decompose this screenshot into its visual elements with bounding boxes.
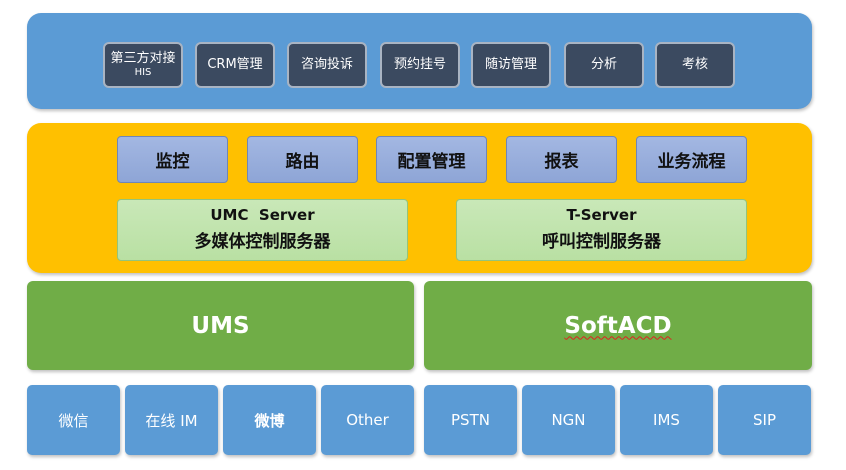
control-layer: 监控 路由 配置管理 报表 业务流程 UMC Server 多媒体控制服务器 T…: [27, 123, 812, 273]
assessment-label: 考核: [681, 57, 708, 72]
monitor-box[interactable]: 监控: [117, 136, 228, 183]
channel-ims-label: IMS: [653, 411, 680, 429]
channel-weibo-label: 微博: [254, 411, 285, 430]
channel-sip[interactable]: SIP: [718, 385, 811, 455]
analysis-label: 分析: [590, 57, 617, 72]
ums-label: UMS: [191, 312, 250, 339]
softacd-block[interactable]: SoftACD: [424, 281, 812, 370]
t-server-desc: 呼叫控制服务器: [542, 232, 661, 252]
reports-box[interactable]: 报表: [506, 136, 617, 183]
his-integration-label: 第三方对接: [110, 51, 176, 66]
softacd-label: SoftACD: [564, 312, 672, 339]
follow-up-box[interactable]: 随访管理: [471, 42, 551, 88]
channel-weibo[interactable]: 微博: [223, 385, 316, 455]
analysis-box[interactable]: 分析: [564, 42, 644, 88]
umc-server-desc: 多媒体控制服务器: [194, 232, 331, 252]
monitor-label: 监控: [155, 152, 190, 172]
channel-sip-label: SIP: [753, 411, 776, 429]
umc-server-name: UMC Server: [210, 206, 315, 224]
config-management-label: 配置管理: [397, 152, 466, 172]
appointment-box[interactable]: 预约挂号: [380, 42, 460, 88]
t-server-box[interactable]: T-Server 呼叫控制服务器: [456, 199, 747, 261]
channel-ngn[interactable]: NGN: [522, 385, 615, 455]
umc-server-box[interactable]: UMC Server 多媒体控制服务器: [117, 199, 408, 261]
reports-label: 报表: [544, 152, 579, 172]
assessment-box[interactable]: 考核: [655, 42, 735, 88]
channel-ims[interactable]: IMS: [620, 385, 713, 455]
channel-pstn-label: PSTN: [451, 411, 490, 429]
business-flow-label: 业务流程: [657, 152, 726, 172]
channel-ngn-label: NGN: [551, 411, 586, 429]
routing-box[interactable]: 路由: [247, 136, 358, 183]
crm-management-box[interactable]: CRM管理: [195, 42, 275, 88]
channel-online-im[interactable]: 在线 IM: [125, 385, 218, 455]
follow-up-label: 随访管理: [484, 57, 537, 72]
application-layer: 第三方对接 HIS CRM管理 咨询投诉 预约挂号 随访管理 分析 考核: [27, 13, 812, 109]
channel-wechat[interactable]: 微信: [27, 385, 120, 455]
t-server-name: T-Server: [566, 206, 637, 224]
channel-other[interactable]: Other: [321, 385, 414, 455]
routing-label: 路由: [285, 152, 320, 172]
channel-wechat-label: 微信: [58, 411, 89, 430]
channel-other-label: Other: [346, 411, 389, 429]
consult-complaint-label: 咨询投诉: [300, 57, 353, 72]
crm-management-label: CRM管理: [207, 57, 263, 72]
channel-online-im-label: 在线 IM: [145, 411, 198, 430]
ums-block[interactable]: UMS: [27, 281, 414, 370]
consult-complaint-box[interactable]: 咨询投诉: [287, 42, 367, 88]
business-flow-box[interactable]: 业务流程: [636, 136, 747, 183]
his-integration-box[interactable]: 第三方对接 HIS: [103, 42, 183, 88]
config-management-box[interactable]: 配置管理: [376, 136, 487, 183]
appointment-label: 预约挂号: [393, 57, 446, 72]
his-integration-sub: HIS: [134, 67, 152, 78]
channel-pstn[interactable]: PSTN: [424, 385, 517, 455]
